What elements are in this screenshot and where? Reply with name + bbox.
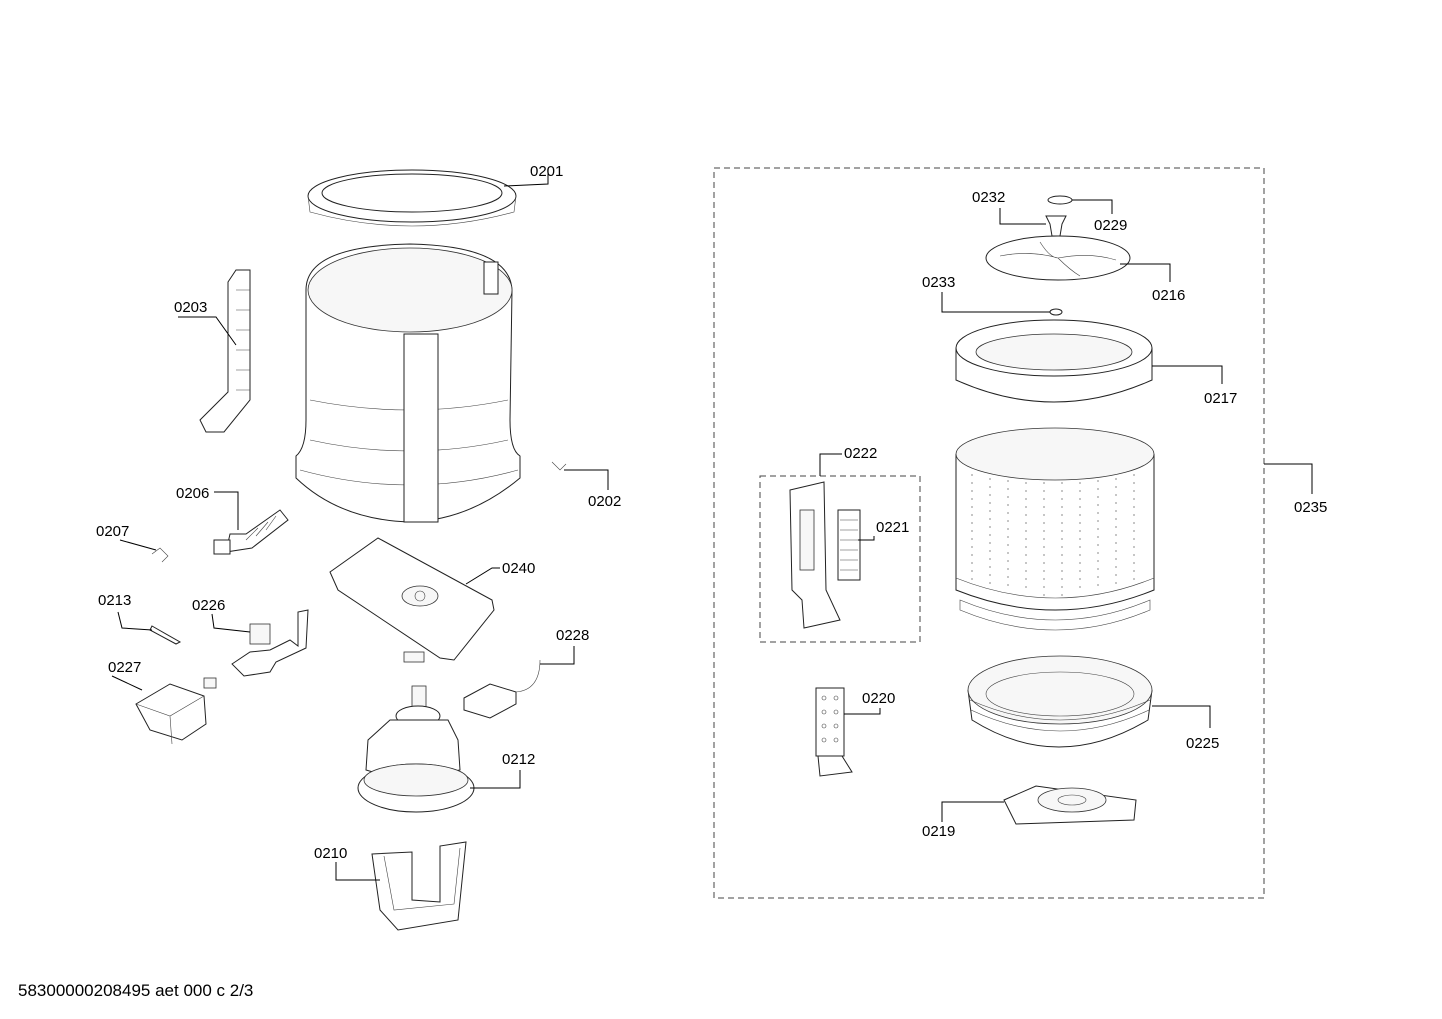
label-0203: 0203 <box>174 299 207 316</box>
leader-0220 <box>844 708 881 715</box>
leader-0212 <box>470 770 521 789</box>
leader-0221 <box>858 536 875 541</box>
label-0207: 0207 <box>96 523 129 540</box>
leader-0202 <box>564 469 609 490</box>
leader-0217 <box>1152 365 1223 384</box>
outer-tub <box>295 243 521 523</box>
part-0225-drum-bottom <box>967 655 1153 748</box>
label-0201: 0201 <box>530 163 563 180</box>
label-0240: 0240 <box>502 560 535 577</box>
label-0225: 0225 <box>1186 735 1219 752</box>
label-0212: 0212 <box>502 751 535 768</box>
label-0210: 0210 <box>314 845 347 862</box>
part-0229-cap <box>1047 195 1073 205</box>
label-0235: 0235 <box>1294 499 1327 516</box>
label-0229: 0229 <box>1094 217 1127 234</box>
leader-0201 <box>503 172 549 187</box>
part-0222-filter-housing <box>789 481 841 629</box>
part-0216-pulsator <box>985 235 1131 281</box>
leader-0227 <box>111 675 143 691</box>
leader-0213 <box>117 611 153 631</box>
part-0202-clip <box>551 461 567 471</box>
label-0221: 0221 <box>876 519 909 536</box>
part-0210-bracket <box>371 841 467 931</box>
leader-0219 <box>941 801 1004 822</box>
filter-group-box <box>759 475 921 643</box>
part-0213-pin <box>149 625 182 645</box>
inner-perforated-drum <box>955 427 1155 631</box>
leader-0229 <box>1072 199 1113 214</box>
label-0226: 0226 <box>192 597 225 614</box>
part-0203-hose <box>199 269 251 433</box>
leader-0240 <box>465 567 500 585</box>
label-0217: 0217 <box>1204 390 1237 407</box>
part-0220-filter <box>815 687 853 777</box>
part-0212-motor <box>357 685 475 813</box>
label-0233: 0233 <box>922 274 955 291</box>
part-0221-filter-mesh <box>837 509 861 581</box>
part-0227-valve-block <box>135 677 217 745</box>
leader-0226 <box>211 613 251 633</box>
part-0207-clip <box>151 547 169 563</box>
part-0232-bolt <box>1045 215 1067 237</box>
part-0217-balance-ring <box>955 319 1153 403</box>
document-reference-code: 58300000208495 aet 000 c 2/3 <box>18 981 254 1000</box>
leader-0228 <box>540 646 575 665</box>
part-0233-washer <box>1049 308 1063 316</box>
leader-0210 <box>335 862 380 881</box>
label-0222: 0222 <box>844 445 877 462</box>
part-0219-flange <box>1003 785 1137 825</box>
label-0220: 0220 <box>862 690 895 707</box>
label-0206: 0206 <box>176 485 209 502</box>
part-0240-base-plate <box>329 537 495 663</box>
label-0232: 0232 <box>972 189 1005 206</box>
label-0228: 0228 <box>556 627 589 644</box>
leader-0225 <box>1152 705 1211 728</box>
label-0219: 0219 <box>922 823 955 840</box>
inner-drum-assembly-box <box>713 167 1265 899</box>
part-0201-top-ring <box>307 169 517 227</box>
part-0228-sensor <box>463 659 541 719</box>
leader-0207 <box>119 539 157 551</box>
part-0226-valve <box>231 609 309 677</box>
leader-0233 <box>941 292 1050 313</box>
leader-0203 <box>178 316 237 346</box>
label-0227: 0227 <box>108 659 141 676</box>
label-0216: 0216 <box>1152 287 1185 304</box>
part-0206-drain-hose <box>213 509 289 555</box>
leader-0222 <box>819 453 842 476</box>
leader-0235 <box>1264 463 1313 494</box>
label-0213: 0213 <box>98 592 131 609</box>
label-0202: 0202 <box>588 493 621 510</box>
leader-0206 <box>214 491 239 530</box>
leader-0216 <box>1120 263 1171 282</box>
leader-0232 <box>999 208 1046 225</box>
